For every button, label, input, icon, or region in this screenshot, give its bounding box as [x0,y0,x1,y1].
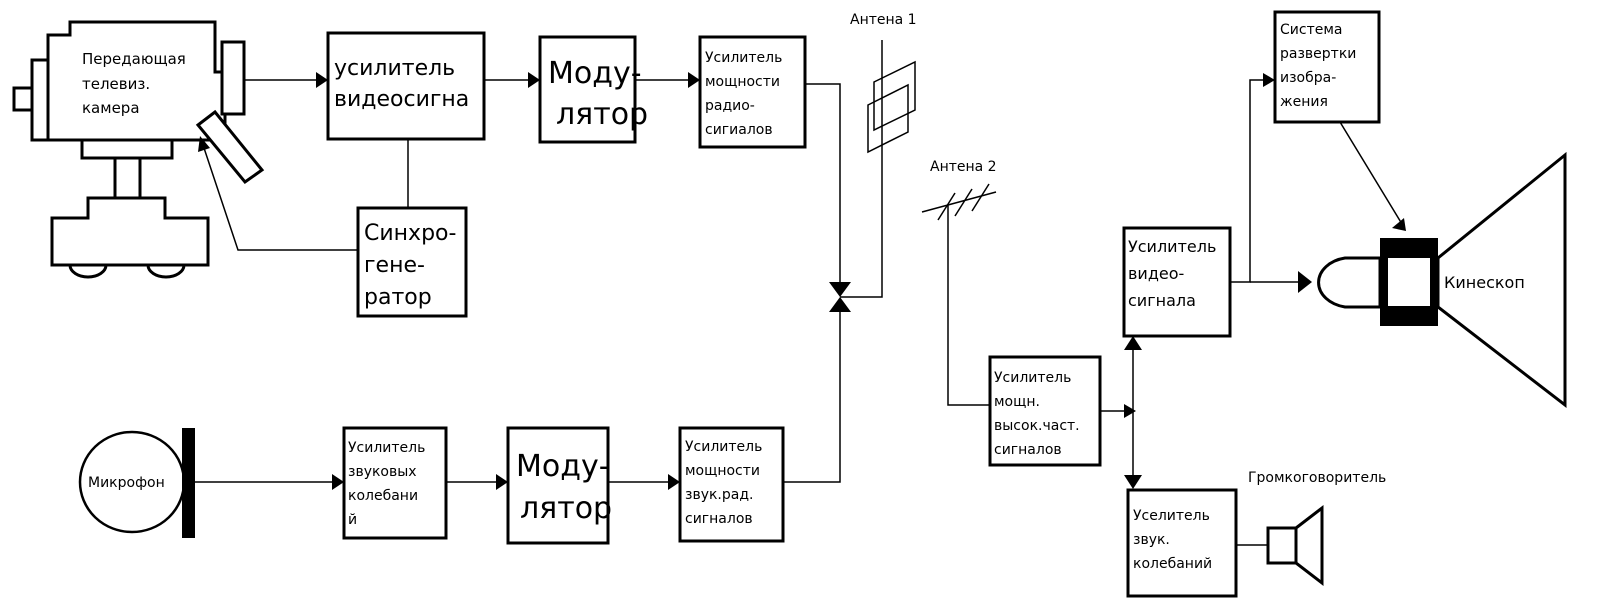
hf-power-amp-label-2: мощн. [994,394,1040,410]
kinescope-icon [1317,151,1567,409]
hf-power-amp-label-4: сигналов [994,442,1062,458]
microphone-label: Микрофон [88,475,165,491]
radio-power-amp-label-3: радио- [705,98,755,114]
sync-gen-label-1: Синхро- [364,221,456,246]
modulator-video-label-2: лятор [556,97,648,132]
hf-power-amp-label-3: высок.част. [994,418,1080,434]
camera-label-1: Передающая [82,50,186,68]
antenna1-icon [867,60,916,154]
sync-gen-label-2: гене- [364,253,425,278]
sound-power-amp-label-3: звук.рад. [685,487,753,503]
video-amp-box [326,31,486,141]
combiner-bottom-arrow [829,297,851,312]
antenna2-label: Антена 2 [930,159,997,175]
hf-power-amp-box [988,355,1102,467]
scan-system-label-2: развертки [1280,46,1356,62]
modulator-sound-label-1: Моду- [516,449,610,484]
scan-system-label-3: изобра- [1280,70,1336,86]
receiver-sound-amp-label-2: звук. [1133,532,1170,548]
radio-power-amp-label-2: мощности [705,74,780,90]
sound-power-amp-label-4: сигналов [685,511,753,527]
combiner-top-arrow [829,282,851,297]
radio-power-amp-box [698,35,807,149]
sound-amp-label-2: звуковых [348,464,417,480]
sound-amp-label-1: Усилитель [348,440,425,456]
video-amp-label-1: усилитель [334,56,455,81]
modulator-sound-box [506,426,610,545]
modulator-video-label-1: Моду- [548,56,642,91]
loudspeaker-label: Громкоговоритель [1248,470,1386,486]
modulator-sound-label-2: лятор [520,491,612,526]
receiver-video-amp-label-2: видео- [1128,264,1184,283]
modulator-video-box [538,35,637,144]
receiver-video-amp-label-3: сигнала [1128,291,1196,310]
kinescope-label: Кинескоп [1444,273,1525,292]
microphone-membrane [182,428,195,538]
scan-system-box [1273,10,1381,124]
sound-power-amp-box [678,426,785,543]
camera-label-2: телевиз. [82,75,150,93]
loudspeaker-icon [1266,504,1324,587]
sound-amp-label-4: й [348,512,357,528]
scan-system-label-4: жения [1280,94,1328,110]
sound-power-amp-label-2: мощности [685,463,760,479]
sync-gen-label-3: ратор [364,285,432,310]
receiver-sound-amp-box [1126,488,1238,598]
camera-icon [12,20,265,279]
hf-power-amp-label-1: Усилитель [994,370,1071,386]
radio-power-amp-label-1: Усилитель [705,50,782,66]
sync-gen-box [356,206,468,318]
receiver-video-amp-label-1: Усилитель [1128,237,1216,256]
sound-amp-label-3: колебани [348,488,418,504]
camera-label-3: камера [82,99,140,117]
radio-power-amp-label-4: сигиалов [705,122,773,138]
sound-amp-box [342,426,448,540]
video-amp-label-2: видеосигна [334,87,469,112]
receiver-video-amp-box [1122,226,1232,338]
sound-power-amp-label-1: Усилитель [685,439,762,455]
antenna1-label: Антена 1 [850,12,917,28]
receiver-sound-amp-label-1: Уселитель [1133,508,1210,524]
receiver-sound-amp-label-3: колебаний [1133,556,1212,572]
scan-system-label-1: Система [1280,22,1342,38]
antenna2-icon [921,183,997,406]
